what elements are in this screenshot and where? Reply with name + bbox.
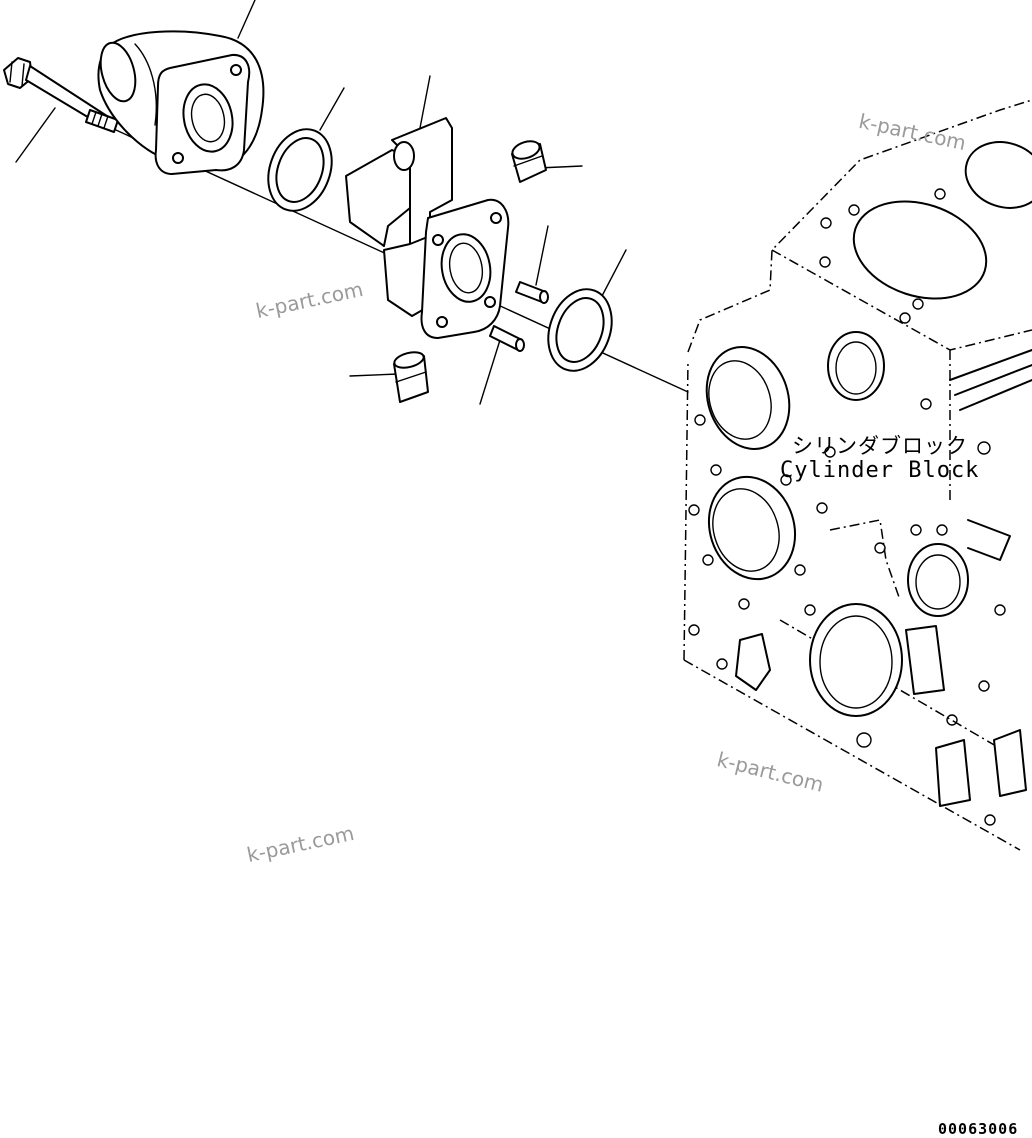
o-ring-1: [267, 128, 333, 212]
dowel-pin-2: [489, 325, 525, 352]
plug-lower: [393, 351, 429, 403]
bolt: [3, 57, 119, 133]
thermostat-housing: [345, 117, 510, 339]
drawing-number: 00063006: [938, 1120, 1019, 1138]
plug-upper: [511, 140, 547, 183]
cylinder-block-label-jp: シリンダブロック: [792, 434, 968, 458]
o-ring-2: [547, 288, 613, 372]
cylinder-block-label-en: Cylinder Block: [780, 458, 980, 483]
dowel-pin-1: [515, 281, 549, 304]
cylinder-block: [683, 99, 1032, 851]
water-outlet-elbow: [97, 30, 265, 175]
